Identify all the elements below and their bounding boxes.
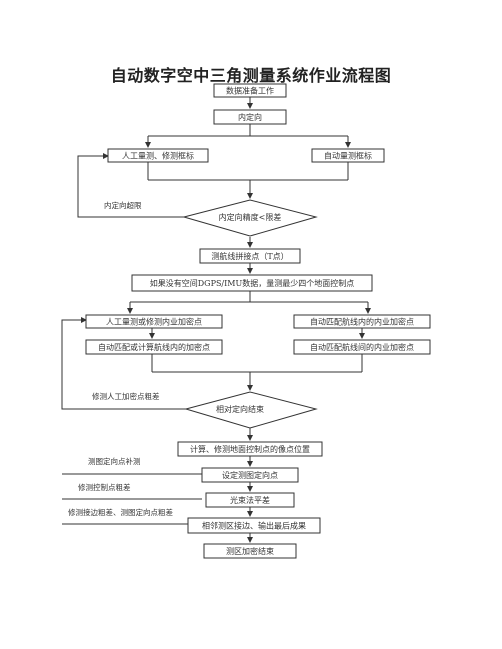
note-fix-orient: 测图定向点补测 (88, 456, 141, 466)
step-manual-densify-label: 人工量测或修测内业加密点 (106, 317, 202, 327)
note-fix-manual: 修测人工加密点粗差 (92, 391, 160, 401)
step-end: 测区加密结束 (203, 543, 297, 559)
step-manual-densify: 人工量测或修测内业加密点 (85, 314, 223, 329)
step-calc-image-label: 计算、修测地面控制点的像点位置 (190, 444, 310, 454)
step-data-prep: 数据准备工作 (213, 83, 287, 98)
step-set-orient-label: 设定测图定向点 (222, 470, 278, 480)
step-auto-between: 自动匹配航线间的内业加密点 (293, 339, 431, 355)
step-auto-inner: 自动匹配航线内的内业加密点 (293, 314, 431, 329)
step-data-prep-label: 数据准备工作 (226, 86, 274, 96)
step-end-label: 测区加密结束 (226, 546, 274, 556)
step-auto-calc: 自动匹配或计算航线内的加密点 (85, 339, 223, 355)
step-auto-frame-label: 自动量测框标 (324, 151, 372, 161)
step-auto-between-label: 自动匹配航线间的内业加密点 (310, 342, 414, 352)
step-manual-frame: 人工量测、修测框标 (107, 148, 209, 163)
step-strip-tie-label: 测航线拼接点（T点） (211, 251, 288, 261)
step-calc-image: 计算、修测地面控制点的像点位置 (177, 441, 323, 457)
step-manual-frame-label: 人工量测、修测框标 (122, 151, 194, 161)
step-auto-calc-label: 自动匹配或计算航线内的加密点 (98, 342, 210, 352)
step-strip-tie: 测航线拼接点（T点） (199, 248, 301, 264)
decision-inner-check-label: 内定向精度<限差 (219, 212, 282, 222)
step-bundle: 光束法平差 (205, 492, 295, 508)
note-inner-over: 内定向超限 (104, 200, 142, 210)
step-edge-join: 相邻测区接边、输出最后成果 (187, 517, 321, 534)
step-auto-inner-label: 自动匹配航线内的内业加密点 (310, 317, 414, 327)
connectors (61, 97, 371, 543)
decision-rel-check-label: 相对定向结束 (216, 404, 264, 414)
decision-rel-check: 相对定向结束 (184, 391, 318, 429)
decision-inner-check: 内定向精度<限差 (182, 199, 318, 237)
step-bundle-label: 光束法平差 (230, 495, 270, 505)
step-gps-note-label: 如果没有空间DGPS/IMU数据，量测最少四个地面控制点 (150, 278, 354, 288)
note-fix-control: 修测控制点粗差 (78, 482, 131, 492)
step-inner-orient-label: 内定向 (238, 112, 262, 122)
step-auto-frame: 自动量测框标 (311, 148, 385, 163)
step-edge-join-label: 相邻测区接边、输出最后成果 (202, 521, 306, 531)
page-title: 自动数字空中三角测量系统作业流程图 (110, 66, 392, 85)
step-set-orient: 设定测图定向点 (201, 467, 299, 483)
step-gps-note: 如果没有空间DGPS/IMU数据，量测最少四个地面控制点 (131, 274, 373, 292)
note-fix-edge: 修测接边粗差、测图定向点粗差 (68, 507, 173, 517)
step-inner-orient: 内定向 (213, 109, 287, 125)
